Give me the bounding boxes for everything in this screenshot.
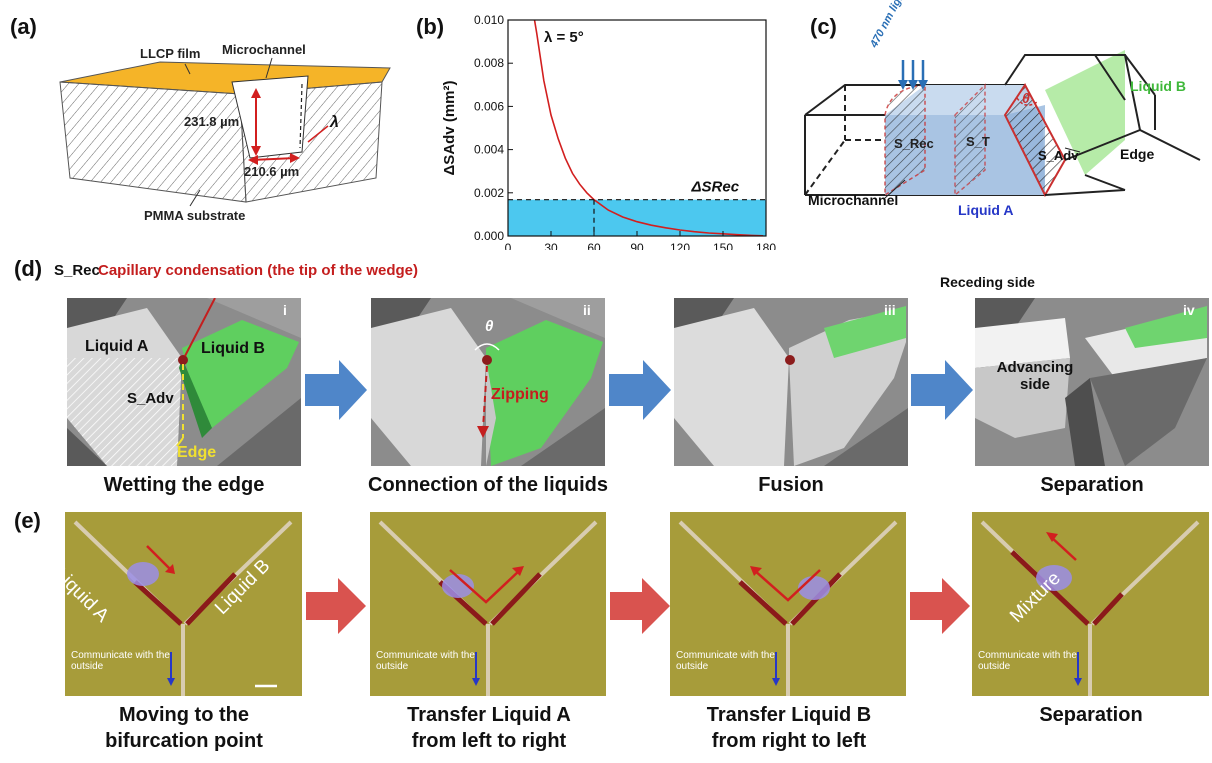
panel-label-b: (b): [416, 14, 445, 39]
frame-d-i: i Liquid A Liquid B S_Adv Edge: [67, 298, 301, 466]
caption-e-3-line1: Transfer Liquid B: [706, 704, 872, 726]
microchannel-label: Microchannel: [222, 42, 306, 57]
y-tick-label: 0.008: [474, 56, 504, 70]
caption-e-2-line1: Transfer Liquid A: [407, 704, 571, 726]
caption-d-iv: Separation: [1040, 474, 1144, 496]
receding-label: Receding side: [940, 274, 1035, 290]
lambda-annotation: λ = 5°: [544, 29, 584, 46]
x-tick-label: 90: [630, 241, 644, 250]
frame-e-1: Liquid A Liquid B Communicate with the o…: [65, 512, 302, 696]
channel-cut: [231, 75, 309, 159]
s-rec-d-label: S_Rec: [54, 262, 100, 279]
arrow-e-1: [306, 578, 366, 634]
caption-e-1-line2: bifurcation point: [105, 730, 263, 752]
frame-e-3: Communicate with the outside: [670, 512, 906, 696]
caption-e-3-line2: from right to left: [711, 730, 867, 752]
panel-label-e: (e): [14, 508, 41, 533]
threshold-label: ΔSRec: [690, 179, 739, 196]
x-tick-label: 120: [670, 241, 690, 250]
caption-e-2-line2: from left to right: [411, 730, 567, 752]
y-tick-label: 0.006: [474, 99, 504, 113]
roman-ii: ii: [583, 302, 591, 318]
lambda-label: λ: [330, 114, 339, 131]
frame-d-iv: iv Advancing side: [975, 298, 1209, 466]
caption-e-1: Moving to the bifurcation point: [55, 702, 313, 754]
panel-b-chart: 0 30 60 90 120 150 180 0.000 0.002 0.004 0.006 0.00…: [441, 13, 776, 250]
x-tick-label: 150: [713, 241, 733, 250]
frame-e-4: Mixture Communicate with the outside: [972, 512, 1209, 696]
threshold-fill: [508, 199, 766, 236]
caption-e-4: Separation: [962, 702, 1212, 728]
theta-label: θ: [1022, 90, 1030, 106]
liquid-a-d: Liquid A: [85, 338, 149, 355]
roman-iv: iv: [1183, 302, 1195, 318]
caption-e-1-line1: Moving to the: [119, 704, 249, 726]
y-tick-label: 0.004: [474, 143, 504, 157]
x-tick-label: 60: [587, 241, 601, 250]
liquid-b-d: Liquid B: [201, 340, 265, 357]
caption-e-3: Transfer Liquid B from right to left: [660, 702, 918, 754]
panel-a-diagram: [59, 57, 391, 207]
caption-d-ii: Connection of the liquids: [368, 474, 608, 496]
communicate-2: Communicate with the outside: [376, 650, 475, 672]
zipping-label: Zipping: [491, 386, 549, 403]
llcp-film-label: LLCP film: [140, 46, 201, 61]
roman-i: i: [283, 302, 287, 318]
communicate-4: Communicate with the outside: [978, 650, 1077, 672]
s-adv-label: S_Adv: [1038, 148, 1079, 163]
arrow-d-3: [911, 360, 973, 420]
communicate-1: Communicate with the outside: [71, 650, 170, 672]
x-tick-label: 0: [505, 241, 512, 250]
panel-label-a: (a): [10, 14, 37, 39]
y-tick-label: 0.010: [474, 13, 504, 27]
caption-d-iii: Fusion: [758, 474, 824, 496]
panel-label-d: (d): [14, 256, 43, 281]
liquid-b-label: Liquid B: [1130, 78, 1186, 94]
substrate-front-face: [59, 81, 247, 203]
frame-d-ii: ii θ Zipping: [371, 298, 605, 466]
frame-d-iii: iii: [674, 298, 908, 466]
advancing-label: Advancing side: [996, 359, 1074, 393]
depth-label: 231.8 µm: [184, 114, 240, 129]
s-rec-label: S_Rec: [894, 136, 934, 151]
communicate-3: Communicate with the outside: [676, 650, 775, 672]
x-tick-label: 180: [756, 241, 776, 250]
edge-label: Edge: [1120, 146, 1155, 162]
s-adv-d: S_Adv: [127, 390, 174, 407]
liquid-a-label: Liquid A: [958, 202, 1014, 218]
panel-label-c: (c): [810, 14, 837, 39]
caption-e-4-line1: Separation: [1039, 704, 1143, 726]
x-tick-label: 30: [544, 241, 558, 250]
width-label: 210.6 µm: [244, 164, 300, 179]
y-tick-label: 0.000: [474, 229, 504, 243]
microchannel-c-label: Microchannel: [808, 192, 899, 208]
y-axis-label: ΔSAdv (mm²): [441, 81, 458, 176]
frame-e-2: Communicate with the outside: [370, 512, 606, 696]
caption-d-i: Wetting the edge: [103, 474, 265, 496]
series-line: [533, 20, 764, 236]
arrow-d-1: [305, 360, 367, 420]
s-t-label: S_T: [966, 134, 990, 149]
edge-d: Edge: [177, 444, 217, 461]
capillary-label: Capillary condensation (the tip of the w…: [98, 262, 419, 279]
panel-c-diagram: [804, 50, 1201, 199]
arrow-e-3: [910, 578, 970, 634]
width-arrow: [251, 157, 297, 161]
y-tick-label: 0.002: [474, 186, 504, 200]
roman-iii: iii: [884, 302, 896, 318]
arrow-e-2: [610, 578, 670, 634]
theta-d: θ: [485, 318, 494, 335]
arrow-d-2: [609, 360, 671, 420]
caption-e-2: Transfer Liquid A from left to right: [360, 702, 618, 754]
substrate-label: PMMA substrate: [144, 208, 246, 223]
